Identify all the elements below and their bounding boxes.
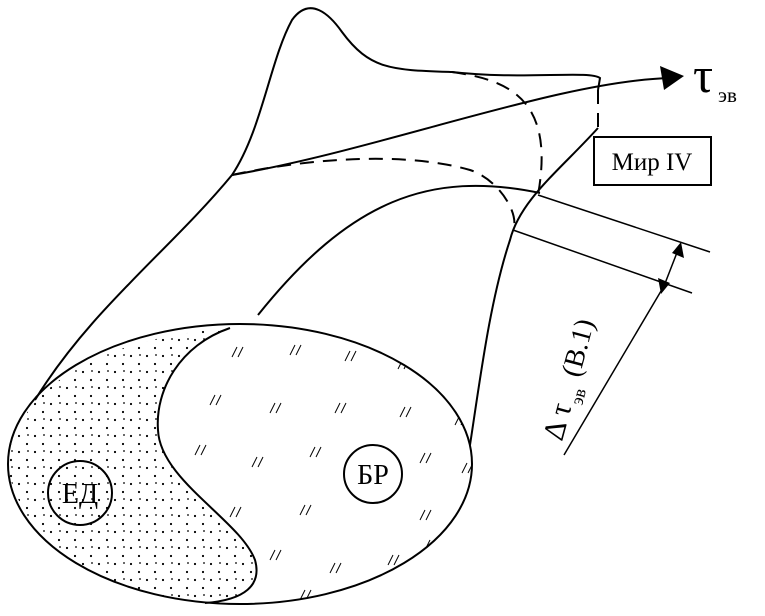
hatch-mark	[387, 554, 394, 566]
interval-suffix: (B.1)	[556, 316, 601, 380]
hidden-edge-2	[451, 71, 543, 196]
hatch-mark	[419, 452, 426, 464]
hatch-mark	[425, 509, 432, 521]
hatch-mark	[235, 506, 242, 518]
arrow-tip-top	[672, 242, 684, 258]
hatch-mark	[275, 549, 282, 561]
hatch-mark	[309, 446, 316, 458]
interval-symbol: Δ τ	[537, 399, 579, 443]
time-axis-curve	[231, 77, 673, 176]
hatch-mark	[454, 519, 461, 531]
interval-label: Δ τ эв (B.1)	[537, 316, 601, 444]
region-ed-label: ЕД	[62, 479, 98, 510]
hatch-mark	[393, 554, 400, 566]
hatch-mark	[365, 584, 372, 596]
hatch-mark	[200, 444, 207, 456]
axis-subscript: эв	[718, 83, 737, 107]
hidden-edge-1	[231, 157, 516, 231]
hatch-mark	[460, 519, 467, 531]
interval-subscript: эв	[567, 386, 591, 407]
hatch-mark	[209, 394, 216, 406]
interval-double-arrow	[663, 249, 679, 287]
hatch-mark	[340, 402, 347, 414]
hatch-mark	[405, 406, 412, 418]
axis-symbol: τ	[693, 47, 713, 103]
region-divider	[156, 327, 258, 604]
hatch-mark	[419, 509, 426, 521]
region-br-circle	[343, 444, 403, 504]
hatch-mark	[299, 504, 306, 516]
hatch-mark	[305, 504, 312, 516]
hatch-mark	[425, 452, 432, 464]
hatch-mark	[295, 344, 302, 356]
hatch-mark	[237, 346, 244, 358]
hatch-mark	[315, 446, 322, 458]
tube-outline-right	[469, 127, 599, 446]
hatch-mark	[275, 402, 282, 414]
hatch-mark	[257, 456, 264, 468]
interval-leader-line	[563, 285, 665, 456]
tube-front-ridge	[257, 184, 541, 316]
interval-line-upper	[537, 194, 711, 253]
tube-outline-left	[34, 7, 602, 401]
hatch-mark	[335, 562, 342, 574]
world-box	[593, 136, 712, 186]
hatch-mark	[334, 402, 341, 414]
hatch-mark	[251, 456, 258, 468]
hatch-mark	[350, 350, 357, 362]
axis-arrowhead	[660, 66, 684, 90]
dotted-region-ed	[8, 328, 257, 603]
base-ellipse	[7, 323, 473, 605]
hatch-mark	[289, 344, 296, 356]
hatch-mark	[399, 406, 406, 418]
region-ed-circle	[47, 460, 113, 526]
region-br-label: БР	[357, 460, 389, 491]
hatch-mark	[344, 350, 351, 362]
hatch-mark	[461, 462, 468, 474]
hatch-mark	[215, 394, 222, 406]
hatch-mark	[269, 402, 276, 414]
hatch-mark	[329, 562, 336, 574]
hatch-mark	[467, 462, 472, 474]
hatch-mark	[231, 346, 238, 358]
hatch-mark	[359, 584, 366, 596]
hatch-mark	[269, 549, 276, 561]
world-box-label: Мир IV	[612, 149, 693, 176]
hatch-mark	[194, 444, 201, 456]
hatch-mark	[229, 506, 236, 518]
